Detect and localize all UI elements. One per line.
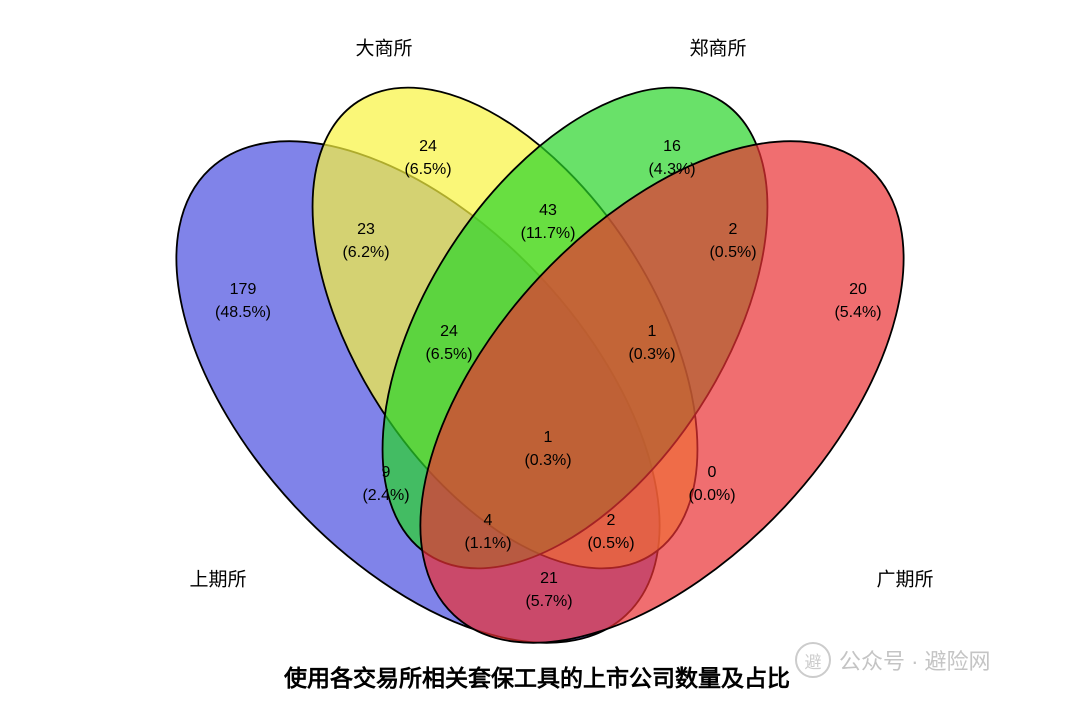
region-pct: (0.5%): [709, 244, 757, 261]
watermark-text: 公众号 · 避险网: [839, 649, 991, 674]
region-pct: (0.5%): [587, 535, 635, 552]
region-pct: (4.3%): [648, 161, 696, 178]
region-pct: (11.7%): [520, 225, 576, 242]
set-label-dce: 大商所: [355, 38, 413, 60]
region-pct: (0.3%): [524, 452, 572, 469]
region-count: 1: [543, 428, 553, 446]
region-label-shfe-only: 179 (48.5%): [215, 278, 271, 324]
region-label-shfe-gfex: 21 (5.7%): [525, 567, 572, 613]
region-label-shfe-dce: 23 (6.2%): [342, 218, 389, 264]
region-count: 23: [357, 220, 375, 238]
ellipse-gfex: [419, 140, 905, 644]
region-label-shfe-czce: 9 (2.4%): [362, 461, 409, 507]
region-label-dce-only: 24 (6.5%): [404, 135, 451, 181]
chart-title: 使用各交易所相关套保工具的上市公司数量及占比: [284, 665, 790, 691]
region-count: 1: [647, 322, 657, 340]
region-count: 43: [539, 201, 557, 219]
watermark-logo-icon: 避: [795, 642, 831, 678]
region-count: 24: [419, 137, 437, 155]
region-count: 21: [540, 569, 558, 587]
set-label-shfe: 上期所: [189, 569, 247, 591]
region-pct: (2.4%): [362, 487, 410, 504]
region-pct: (5.7%): [525, 593, 573, 610]
region-pct: (6.5%): [425, 346, 473, 363]
region-label-shfe-dce-gfex: 2 (0.5%): [587, 509, 634, 555]
set-label-gfex: 广期所: [876, 569, 934, 591]
region-count: 20: [849, 280, 867, 298]
region-label-shfe-czce-gfex: 4 (1.1%): [464, 509, 511, 555]
region-count: 0: [707, 463, 717, 481]
region-count: 2: [728, 220, 738, 238]
region-label-dce-czce-gfex: 1 (0.3%): [628, 320, 675, 366]
region-pct: (6.5%): [404, 161, 452, 178]
region-pct: (0.3%): [628, 346, 676, 363]
watermark: 避 公众号 · 避险网: [795, 642, 991, 678]
region-pct: (48.5%): [214, 304, 272, 321]
region-count: 2: [606, 511, 616, 529]
region-label-dce-gfex: 0 (0.0%): [688, 461, 735, 507]
region-pct: (6.2%): [342, 244, 390, 261]
region-label-all-four: 1 (0.3%): [524, 426, 571, 472]
region-pct: (5.4%): [834, 304, 882, 321]
region-label-gfex-only: 20 (5.4%): [834, 278, 881, 324]
region-pct: (0.0%): [688, 487, 736, 504]
region-label-czce-gfex: 2 (0.5%): [709, 218, 756, 264]
region-label-dce-czce: 43 (11.7%): [521, 199, 576, 245]
region-count: 9: [381, 463, 391, 481]
region-label-czce-only: 16 (4.3%): [648, 135, 695, 181]
set-label-czce: 郑商所: [689, 38, 747, 60]
region-count: 24: [440, 322, 458, 340]
region-label-shfe-dce-czce: 24 (6.5%): [425, 320, 472, 366]
region-count: 179: [229, 280, 257, 298]
region-count: 4: [483, 511, 493, 529]
region-count: 16: [663, 137, 681, 155]
region-pct: (1.1%): [464, 535, 512, 552]
